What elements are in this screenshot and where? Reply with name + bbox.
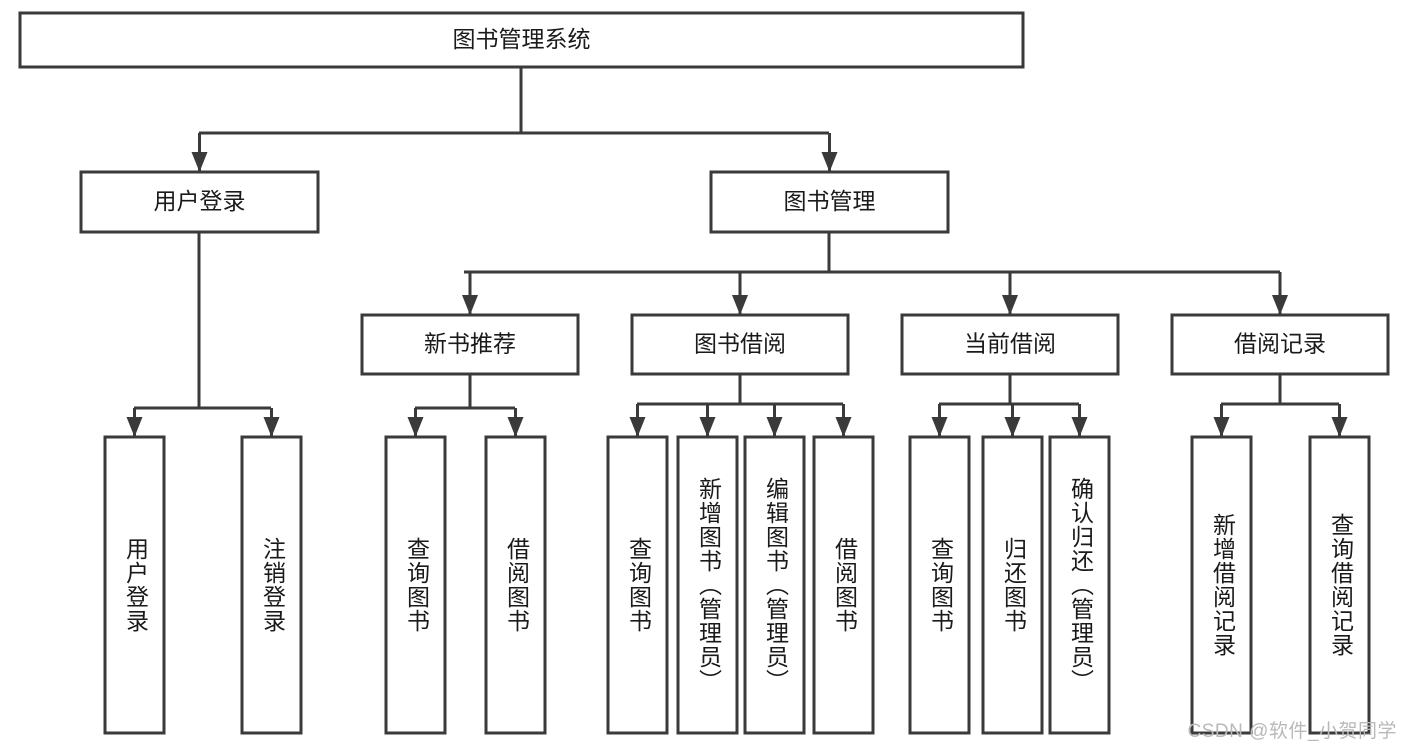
node-box-leaf-return-book[interactable]	[981, 435, 1044, 735]
node-label-book-borrow: 图书借阅	[694, 331, 786, 357]
arrow-head-icon-leaf-user-login	[126, 417, 143, 437]
arrow-head-icon-borrow-record	[1272, 295, 1288, 315]
node-box-borrow-record[interactable]	[1170, 313, 1390, 376]
arrow-head-icon-book-borrow	[732, 295, 748, 315]
node-box-current-borrow[interactable]	[900, 313, 1120, 376]
node-box-book-manage[interactable]	[709, 170, 950, 234]
arrow-head-icon-leaf-edit-book	[766, 417, 783, 437]
node-label-book-manage: 图书管理	[784, 188, 876, 214]
arrow-head-icon-leaf-borrow-book	[835, 417, 852, 437]
node-box-new-book-recommend[interactable]	[360, 313, 580, 376]
arrow-head-icon-leaf-query-book-current	[931, 417, 948, 437]
arrow-head-icon-leaf-add-borrow-record	[1213, 417, 1230, 437]
arrow-head-icon-user-login	[191, 152, 208, 172]
watermark-text: CSDN @软件_小贺同学	[1187, 721, 1397, 742]
arrow-head-icon-leaf-query-book-rec	[407, 417, 424, 437]
node-label-new-book-recommend: 新书推荐	[424, 331, 516, 357]
arrow-head-icon-leaf-query-book-borrow	[629, 417, 646, 437]
node-box-book-borrow[interactable]	[630, 313, 850, 376]
node-box-user-login[interactable]	[79, 170, 320, 234]
arrow-head-icon-leaf-query-borrow-record	[1331, 417, 1348, 437]
node-box-leaf-confirm-return[interactable]	[1048, 435, 1111, 735]
arrow-head-icon-book-manage	[821, 152, 838, 172]
node-box-leaf-add-borrow-record[interactable]	[1190, 435, 1253, 735]
node-box-leaf-borrow-book-rec[interactable]	[484, 435, 547, 735]
boxes-layer	[18, 11, 1390, 735]
connectors-layer	[126, 67, 1348, 437]
node-box-leaf-query-book-current[interactable]	[908, 435, 971, 735]
arrow-head-icon-leaf-borrow-book-rec	[507, 417, 524, 437]
arrow-head-icon-leaf-user-logout	[263, 417, 280, 437]
node-box-leaf-user-logout[interactable]	[240, 435, 303, 735]
node-box-leaf-edit-book[interactable]	[743, 435, 806, 735]
node-label-borrow-record: 借阅记录	[1234, 331, 1326, 357]
arrow-head-icon-leaf-return-book	[1004, 417, 1021, 437]
node-label-root: 图书管理系统	[453, 26, 591, 52]
arrow-head-icon-current-borrow	[1002, 295, 1018, 315]
node-box-leaf-query-borrow-record[interactable]	[1308, 435, 1371, 735]
node-box-leaf-query-book-borrow[interactable]	[606, 435, 669, 735]
node-label-user-login: 用户登录	[154, 188, 246, 214]
node-box-root[interactable]	[18, 11, 1025, 69]
node-box-leaf-user-login[interactable]	[103, 435, 166, 735]
node-box-leaf-borrow-book[interactable]	[812, 435, 875, 735]
arrow-head-icon-new-book-recommend	[462, 295, 478, 315]
arrow-head-icon-leaf-add-book	[699, 417, 716, 437]
node-label-current-borrow: 当前借阅	[964, 331, 1056, 357]
arrow-head-icon-leaf-confirm-return	[1071, 417, 1088, 437]
node-box-leaf-add-book[interactable]	[676, 435, 739, 735]
node-box-leaf-query-book-rec[interactable]	[384, 435, 447, 735]
